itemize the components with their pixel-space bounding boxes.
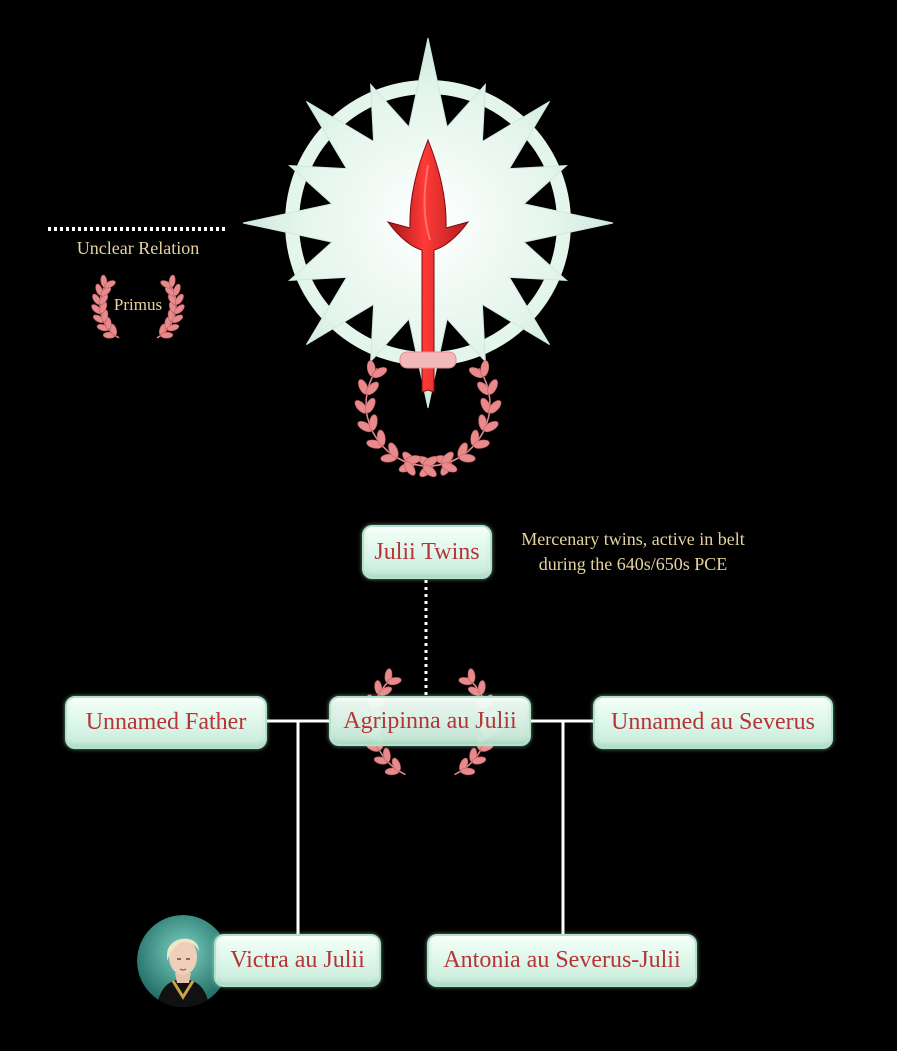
legend-primus-label: Primus <box>113 295 163 314</box>
laurel-wreath-icon <box>354 360 502 478</box>
legend-unclear-relation-label: Unclear Relation <box>76 238 200 258</box>
note-julii-twins-line2: during the 640s/650s PCE <box>538 554 728 574</box>
note-julii-twins-line1: Mercenary twins, active in belt <box>521 529 745 549</box>
legend <box>48 227 226 339</box>
node-julii-twins[interactable]: Julii Twins <box>362 525 492 579</box>
node-antonia-au-severus-julii[interactable]: Antonia au Severus-Julii <box>427 934 697 987</box>
node-unnamed-au-severus[interactable]: Unnamed au Severus <box>593 696 833 749</box>
node-victra-au-julii[interactable]: Victra au Julii <box>214 934 381 987</box>
julii-sun-spear-icon <box>242 37 614 409</box>
node-unnamed-father[interactable]: Unnamed Father <box>65 696 267 749</box>
victra-portrait-icon[interactable] <box>137 915 229 1007</box>
node-agripinna-au-julii[interactable]: Agripinna au Julii <box>329 696 531 746</box>
laurel-wreath-icon <box>91 274 185 339</box>
family-connectors <box>266 580 594 934</box>
